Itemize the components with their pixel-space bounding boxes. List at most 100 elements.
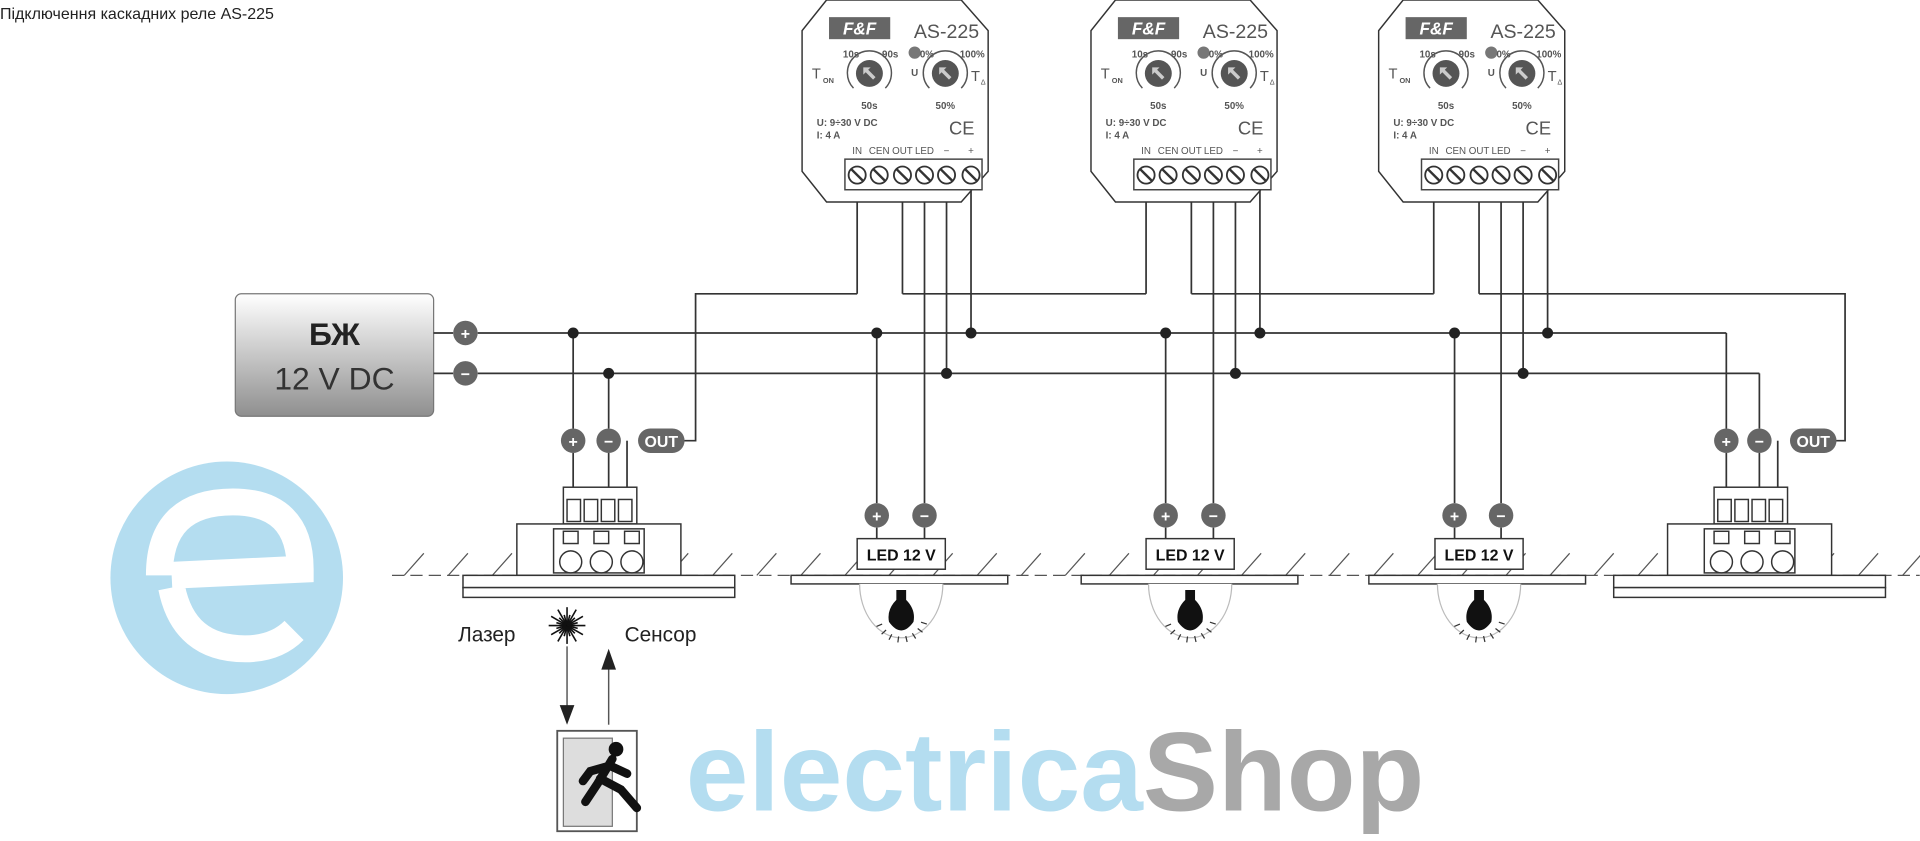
t-a-mid: 50%	[1224, 101, 1244, 112]
hatch-mark	[1241, 552, 1262, 576]
t-on-mid: 50s	[1438, 101, 1455, 112]
t-on-label: T	[812, 66, 821, 82]
power-supply: БЖ 12 V DC + −	[234, 293, 478, 417]
ce-mark: CE	[1238, 118, 1264, 139]
potentiometer-icon[interactable]	[1770, 550, 1795, 574]
screw-slot	[917, 168, 932, 183]
hatch-mark	[1285, 552, 1306, 576]
plus-terminal-label: +	[1722, 434, 1731, 451]
plus-terminal-label: +	[1161, 508, 1170, 525]
ceiling-panel	[1612, 574, 1887, 589]
wire	[1479, 292, 1846, 442]
hatch-mark	[491, 552, 513, 576]
minus-label: −	[461, 366, 470, 383]
light-ray	[1495, 628, 1501, 633]
lamp-label-box	[1434, 537, 1524, 570]
led-lamp-3: +−LED 12 V	[1368, 503, 1587, 643]
setting-icon	[562, 530, 579, 545]
knob-scale	[1135, 50, 1182, 89]
light-ray	[1489, 632, 1494, 639]
hatch-mark	[1902, 554, 1920, 576]
emergency-exit-icon	[556, 729, 642, 833]
t-a-min: 0%	[1209, 50, 1223, 61]
hatch-mark	[976, 552, 998, 576]
brand-logo	[1117, 17, 1180, 40]
brand-label: F&F	[1420, 18, 1454, 38]
terminal-slot	[1751, 498, 1767, 523]
terminal-label: LED	[915, 146, 934, 157]
light-ray	[1498, 621, 1505, 625]
screw-slot	[872, 168, 887, 183]
light-bulb-icon	[1466, 590, 1492, 631]
u-screw-icon[interactable]	[1197, 46, 1210, 59]
hatch-mark	[1108, 552, 1130, 576]
spec-voltage: U: 9÷30 V DC	[817, 118, 878, 129]
screw-slot	[964, 168, 979, 183]
plus-terminal-label: +	[1450, 508, 1459, 525]
terminal-label: −	[1233, 146, 1239, 157]
screw-slot	[1448, 168, 1463, 183]
t-a-min: 0%	[920, 50, 934, 61]
terminal-block	[844, 158, 983, 191]
t-on-min: 10s	[1419, 50, 1436, 61]
potentiometer-icon[interactable]	[1740, 550, 1764, 574]
t-on-min: 10s	[1132, 50, 1149, 61]
plus-terminal-label: +	[872, 508, 881, 525]
screw-slot	[1228, 168, 1243, 183]
screw-slot	[1540, 168, 1555, 183]
screw-slot	[1252, 168, 1267, 183]
ceiling-panel-edge	[462, 586, 736, 599]
plus-terminal-icon	[864, 503, 889, 528]
potentiometer-icon[interactable]	[589, 550, 614, 574]
light-ray	[1194, 635, 1197, 643]
hatch-mark	[1373, 552, 1394, 576]
t-a-sub: Δ	[1557, 77, 1562, 86]
potentiometer-icon[interactable]	[1709, 550, 1734, 574]
screw-slot	[1161, 168, 1176, 183]
sensors: +−OUT+−OUT	[462, 428, 1887, 599]
model-label: AS-225	[914, 21, 979, 43]
knob-arrow-icon	[1152, 67, 1165, 80]
knob-arrow-icon	[1439, 67, 1453, 80]
junction-dot	[1160, 327, 1172, 339]
wire	[683, 292, 858, 442]
hatch-mark	[1593, 552, 1615, 576]
ceiling-panel	[790, 574, 1009, 585]
light-ray	[1458, 629, 1465, 635]
t-on-max: 90s	[1171, 50, 1188, 61]
ce-mark: CE	[1526, 118, 1552, 139]
u-label: U	[911, 68, 918, 79]
minus-terminal-label: −	[1496, 508, 1505, 525]
laser-star-icon	[548, 607, 586, 644]
hatch-mark	[1549, 552, 1571, 576]
t-on-mid: 50s	[861, 101, 878, 112]
hatch-mark	[447, 552, 469, 576]
laser-ray	[566, 621, 578, 627]
screw-slot	[1206, 168, 1221, 183]
spec-voltage: U: 9÷30 V DC	[1393, 118, 1454, 129]
potentiometer-icon[interactable]	[620, 550, 644, 574]
minus-terminal-label: −	[1209, 508, 1218, 525]
junction-dot	[871, 327, 883, 339]
power-supply-body	[234, 293, 435, 417]
model-label: AS-225	[1203, 21, 1268, 43]
t-on-sub: ON	[1399, 76, 1410, 85]
light-ray	[1466, 634, 1471, 641]
brand-logo	[1405, 17, 1467, 40]
hatch-mark	[712, 552, 733, 576]
spec-current: I: 4 A	[817, 130, 841, 141]
screw-slot	[1516, 168, 1531, 183]
u-screw-icon[interactable]	[908, 46, 921, 59]
screw-slot	[850, 168, 865, 183]
screw-slot	[1472, 168, 1487, 183]
t-a-mid: 50%	[936, 101, 956, 112]
potentiometer-icon[interactable]	[558, 550, 583, 574]
light-ray	[1209, 621, 1216, 625]
light-ray	[1482, 635, 1486, 643]
terminal-slot	[1717, 498, 1732, 523]
setting-icon	[1713, 530, 1730, 545]
minus-terminal-icon	[1201, 503, 1226, 528]
u-screw-icon[interactable]	[1485, 46, 1498, 59]
